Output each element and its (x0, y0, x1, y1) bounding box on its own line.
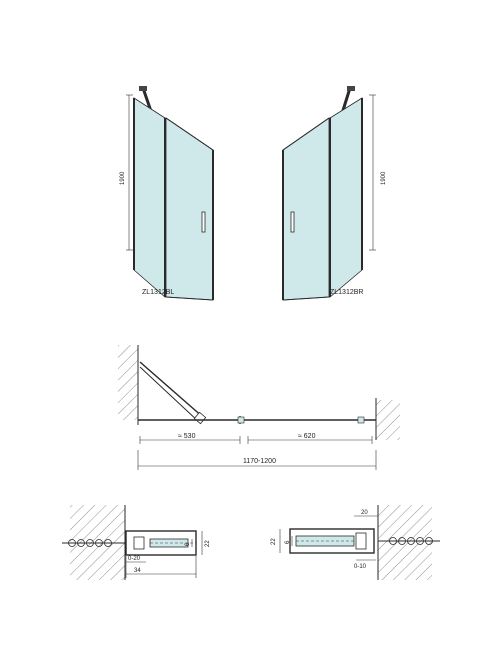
right-elevation: 1900 ZL1312BR (282, 86, 387, 301)
detail-left: 22 6 0-20 34 (62, 505, 211, 580)
anchor-screw-left (62, 539, 125, 547)
right-dim-0-10: 0-10 (354, 564, 367, 570)
right-height-label: 1900 (381, 171, 387, 185)
fixed-width-label: ≈ 530 (178, 433, 196, 440)
left-model-label: ZL1312BL (142, 289, 174, 296)
door-width-label: ≈ 620 (298, 433, 316, 440)
detail-right: 20 22 6 0-10 (271, 505, 440, 580)
left-dim-0-20: 0-20 (128, 556, 141, 562)
left-elevation: 1900 ZL1312BL (120, 86, 214, 301)
anchor-screw-right (378, 537, 440, 545)
left-height-label: 1900 (120, 171, 126, 185)
left-dim-34: 34 (134, 568, 141, 574)
right-dim-22: 22 (271, 538, 277, 545)
left-dim-6: 6 (185, 542, 191, 546)
left-door-handle (201, 211, 206, 233)
right-dim-6: 6 (285, 540, 291, 544)
overall-width-label: 1170-1200 (243, 458, 276, 465)
plan-view: ≈ 530 ≈ 620 1170-1200 (118, 345, 400, 470)
right-door-handle (290, 211, 295, 233)
right-dim-20: 20 (361, 510, 368, 516)
right-model-label: ZL1312BR (330, 289, 363, 296)
left-dim-22: 22 (205, 540, 211, 547)
